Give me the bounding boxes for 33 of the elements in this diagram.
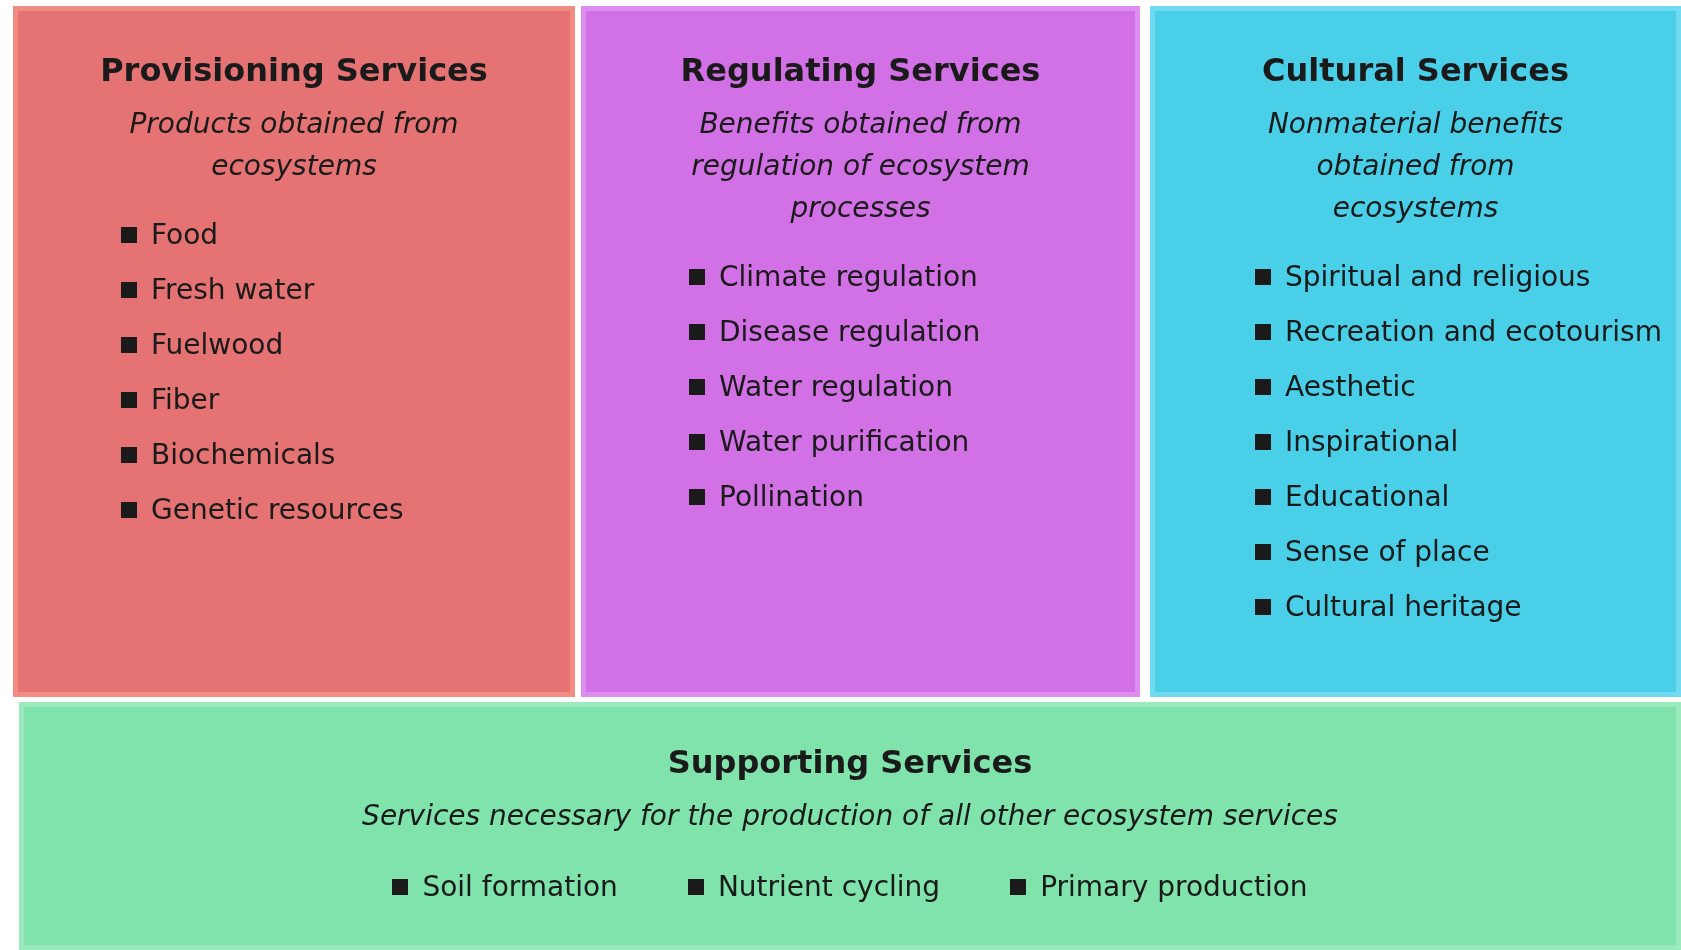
list-item: Educational [1285, 480, 1450, 513]
panel-description: Products obtained from ecosystems [128, 106, 460, 184]
list-item: Sense of place [1285, 535, 1490, 568]
list-item: Water purification [719, 425, 970, 458]
service-panel [581, 6, 1140, 697]
panel-heading: Cultural Services [1262, 51, 1569, 89]
list-item: Fuelwood [151, 328, 284, 361]
list-item: Biochemicals [151, 438, 336, 471]
list-item: Aesthetic [1285, 370, 1416, 403]
panel-heading: Supporting Services [667, 743, 1033, 781]
list-item: Inspirational [1285, 425, 1459, 458]
list-item: Climate regulation [719, 260, 978, 293]
service-panel [1150, 6, 1681, 697]
panel-heading: Regulating Services [680, 51, 1041, 89]
list-item: Primary production [1040, 870, 1308, 903]
list-item: Soil formation [422, 870, 618, 903]
list-item: Recreation and ecotourism [1285, 315, 1662, 348]
service-panel [19, 702, 1681, 950]
list-item: Food [151, 218, 219, 251]
list-item: Nutrient cycling [717, 870, 941, 903]
list-item: Fiber [151, 383, 220, 416]
service-panel [13, 6, 575, 697]
panel-description: Services necessary for the production of all other ecosystem services [361, 798, 1339, 834]
list-item: Cultural heritage [1285, 590, 1522, 623]
panel-description: Nonmaterial benefits obtained from ecosystems [1266, 106, 1565, 226]
panel-heading: Provisioning Services [100, 51, 488, 89]
list-item: Spiritual and religious [1285, 260, 1591, 293]
list-item: Fresh water [151, 273, 315, 306]
list-item: Disease regulation [719, 315, 981, 348]
list-item: Genetic resources [151, 493, 404, 526]
panel-description: Benefits obtained from regulation of ecosystem processes [690, 106, 1031, 226]
list-item: Pollination [719, 480, 864, 513]
list-item: Water regulation [719, 370, 953, 403]
